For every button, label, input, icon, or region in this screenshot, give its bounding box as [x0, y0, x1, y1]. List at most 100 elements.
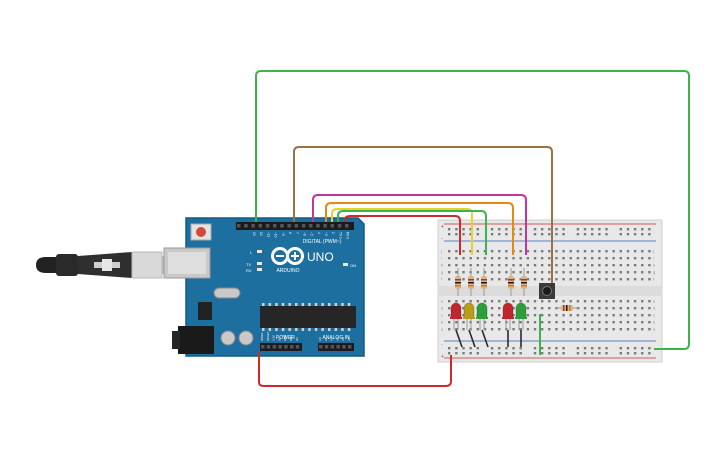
breadboard-hole[interactable] [648, 257, 651, 260]
breadboard-hole[interactable] [626, 328, 630, 331]
breadboard-hole[interactable] [469, 352, 472, 355]
breadboard-hole[interactable] [633, 314, 637, 317]
breadboard-hole[interactable] [591, 321, 594, 324]
breadboard-hole[interactable] [562, 264, 565, 267]
breadboard-hole[interactable] [490, 352, 494, 355]
breadboard-hole[interactable] [626, 264, 630, 267]
breadboard-hole[interactable] [641, 264, 644, 267]
breadboard-hole[interactable] [540, 352, 544, 355]
breadboard-hole[interactable] [455, 250, 458, 253]
breadboard-hole[interactable] [562, 250, 565, 253]
breadboard-hole[interactable] [462, 321, 465, 324]
breadboard-hole[interactable] [576, 347, 580, 350]
breadboard-hole[interactable] [505, 278, 508, 281]
breadboard-hole[interactable] [483, 257, 487, 260]
breadboard-hole[interactable] [548, 347, 551, 350]
breadboard-hole[interactable] [483, 250, 487, 253]
breadboard-hole[interactable] [562, 347, 565, 350]
breadboard-hole[interactable] [583, 314, 587, 317]
breadboard-hole[interactable] [490, 300, 494, 303]
breadboard-hole[interactable] [533, 264, 537, 267]
header-hole[interactable] [272, 345, 277, 349]
breadboard-hole[interactable] [591, 352, 594, 355]
breadboard-hole[interactable] [512, 321, 515, 324]
breadboard-hole[interactable] [526, 328, 530, 331]
breadboard-hole[interactable] [476, 228, 479, 231]
breadboard-hole[interactable] [462, 264, 465, 267]
breadboard-hole[interactable] [598, 307, 601, 310]
breadboard-hole[interactable] [533, 321, 537, 324]
breadboard-hole[interactable] [519, 271, 522, 274]
header-hole[interactable] [258, 224, 263, 228]
usb-cable[interactable] [36, 251, 168, 279]
header-hole[interactable] [273, 224, 277, 228]
led-red-2[interactable] [502, 302, 514, 319]
breadboard-hole[interactable] [619, 352, 622, 355]
breadboard-hole[interactable] [519, 228, 522, 231]
breadboard-hole[interactable] [448, 257, 451, 260]
breadboard-hole[interactable] [591, 347, 594, 350]
breadboard-hole[interactable] [641, 314, 644, 317]
breadboard-hole[interactable] [490, 233, 494, 236]
breadboard-hole[interactable] [626, 257, 630, 260]
breadboard-hole[interactable] [576, 328, 580, 331]
breadboard-hole[interactable] [455, 321, 458, 324]
breadboard-hole[interactable] [648, 352, 651, 355]
breadboard-hole[interactable] [555, 228, 558, 231]
breadboard-hole[interactable] [526, 300, 530, 303]
breadboard-hole[interactable] [598, 278, 601, 281]
breadboard-hole[interactable] [583, 271, 587, 274]
breadboard-hole[interactable] [498, 314, 501, 317]
breadboard-hole[interactable] [555, 314, 558, 317]
breadboard-hole[interactable] [476, 278, 479, 281]
breadboard-hole[interactable] [490, 271, 494, 274]
header-hole[interactable] [294, 224, 299, 228]
breadboard-hole[interactable] [626, 278, 630, 281]
breadboard-hole[interactable] [641, 307, 644, 310]
breadboard-hole[interactable] [633, 233, 637, 236]
breadboard-hole[interactable] [519, 328, 522, 331]
header-hole[interactable] [324, 345, 329, 349]
breadboard-hole[interactable] [555, 233, 558, 236]
breadboard-hole[interactable] [562, 278, 565, 281]
breadboard-hole[interactable] [583, 250, 587, 253]
breadboard-hole[interactable] [483, 321, 487, 324]
breadboard-hole[interactable] [533, 278, 537, 281]
breadboard-hole[interactable] [490, 278, 494, 281]
breadboard-hole[interactable] [526, 264, 530, 267]
breadboard-hole[interactable] [641, 257, 644, 260]
breadboard-hole[interactable] [626, 352, 630, 355]
breadboard-hole[interactable] [498, 321, 501, 324]
breadboard-hole[interactable] [605, 314, 608, 317]
breadboard-hole[interactable] [598, 321, 601, 324]
breadboard-hole[interactable] [498, 250, 501, 253]
breadboard-hole[interactable] [533, 328, 537, 331]
breadboard-hole[interactable] [583, 233, 587, 236]
breadboard-hole[interactable] [498, 228, 501, 231]
breadboard-hole[interactable] [448, 233, 451, 236]
breadboard-hole[interactable] [476, 233, 479, 236]
breadboard-hole[interactable] [540, 314, 544, 317]
breadboard-hole[interactable] [533, 307, 537, 310]
breadboard-hole[interactable] [598, 233, 601, 236]
header-hole[interactable] [342, 345, 346, 349]
breadboard-hole[interactable] [498, 264, 501, 267]
breadboard-hole[interactable] [462, 352, 465, 355]
breadboard-hole[interactable] [598, 264, 601, 267]
breadboard-hole[interactable] [641, 271, 644, 274]
breadboard-hole[interactable] [548, 300, 551, 303]
arduino-uno-board[interactable]: ARDUINO UNO DIGITAL (PWM~) POWER ANALOG … [163, 217, 365, 357]
header-hole[interactable] [336, 345, 340, 349]
breadboard-hole[interactable] [469, 250, 472, 253]
breadboard-hole[interactable] [512, 314, 515, 317]
breadboard-hole[interactable] [505, 257, 508, 260]
header-hole[interactable] [278, 345, 282, 349]
breadboard-hole[interactable] [540, 300, 544, 303]
breadboard-hole[interactable] [626, 250, 630, 253]
breadboard-hole[interactable] [626, 347, 630, 350]
leds[interactable] [450, 302, 527, 330]
breadboard-hole[interactable] [576, 233, 580, 236]
breadboard-hole[interactable] [490, 328, 494, 331]
led-yellow-1[interactable] [463, 302, 475, 319]
breadboard-hole[interactable] [583, 307, 587, 310]
